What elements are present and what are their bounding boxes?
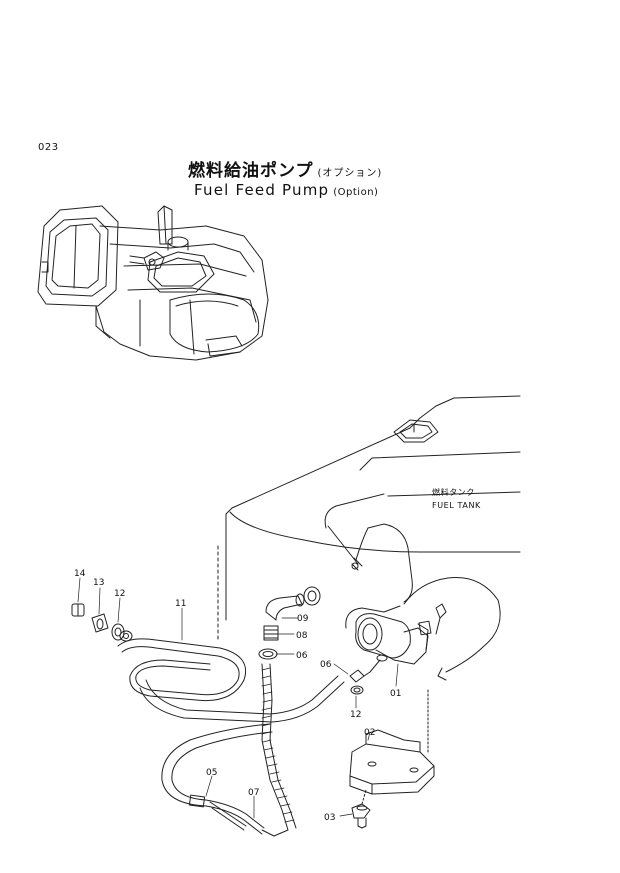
part-number-labels: 14 13 12 11 09 08 06 06 12 01 02 05 07 0… [74,569,401,823]
part-label-13: 13 [93,578,104,588]
part-label-11: 11 [175,599,186,609]
part-label-07: 07 [248,788,259,798]
part-label-06-fitting: 06 [296,651,308,661]
page-number: 023 [38,142,59,153]
title-en-text: Fuel Feed Pump [194,181,330,199]
pump-assembly [355,603,447,677]
fuel-tank-label-jp: 燃料タンク [432,487,475,497]
excavator-overview-illustration [37,205,269,361]
part-label-03: 03 [324,813,335,823]
left-side-fittings [71,603,125,641]
part-label-12-left: 12 [114,589,125,599]
part-label-05: 05 [206,768,217,778]
wiring-harness [345,523,501,681]
bracket-and-bolt [349,689,435,829]
fuel-tank-outline [217,395,521,641]
pump-side-washers [349,669,365,695]
delivery-hose [161,723,273,835]
suction-hose-coil [117,630,345,723]
part-label-12-pump: 12 [350,710,361,720]
title-english: Fuel Feed Pump(Option) [194,181,378,199]
part-label-08: 08 [296,631,308,641]
fuel-tank-label-en: FUEL TANK [432,501,481,510]
part-label-01: 01 [390,689,401,699]
title-en-option: (Option) [333,187,379,198]
fittings-stack [258,586,321,660]
part-label-14: 14 [74,569,86,579]
title-japanese: 燃料給油ポンプ(オプション) [188,156,382,181]
part-label-06-pump: 06 [320,660,332,670]
part-label-09: 09 [297,614,309,624]
part-label-02: 02 [364,728,375,738]
title-jp-option: (オプション) [317,168,383,179]
title-jp-text: 燃料給油ポンプ [188,161,314,181]
leader-lines [77,577,399,819]
spiral-protector [261,663,297,837]
